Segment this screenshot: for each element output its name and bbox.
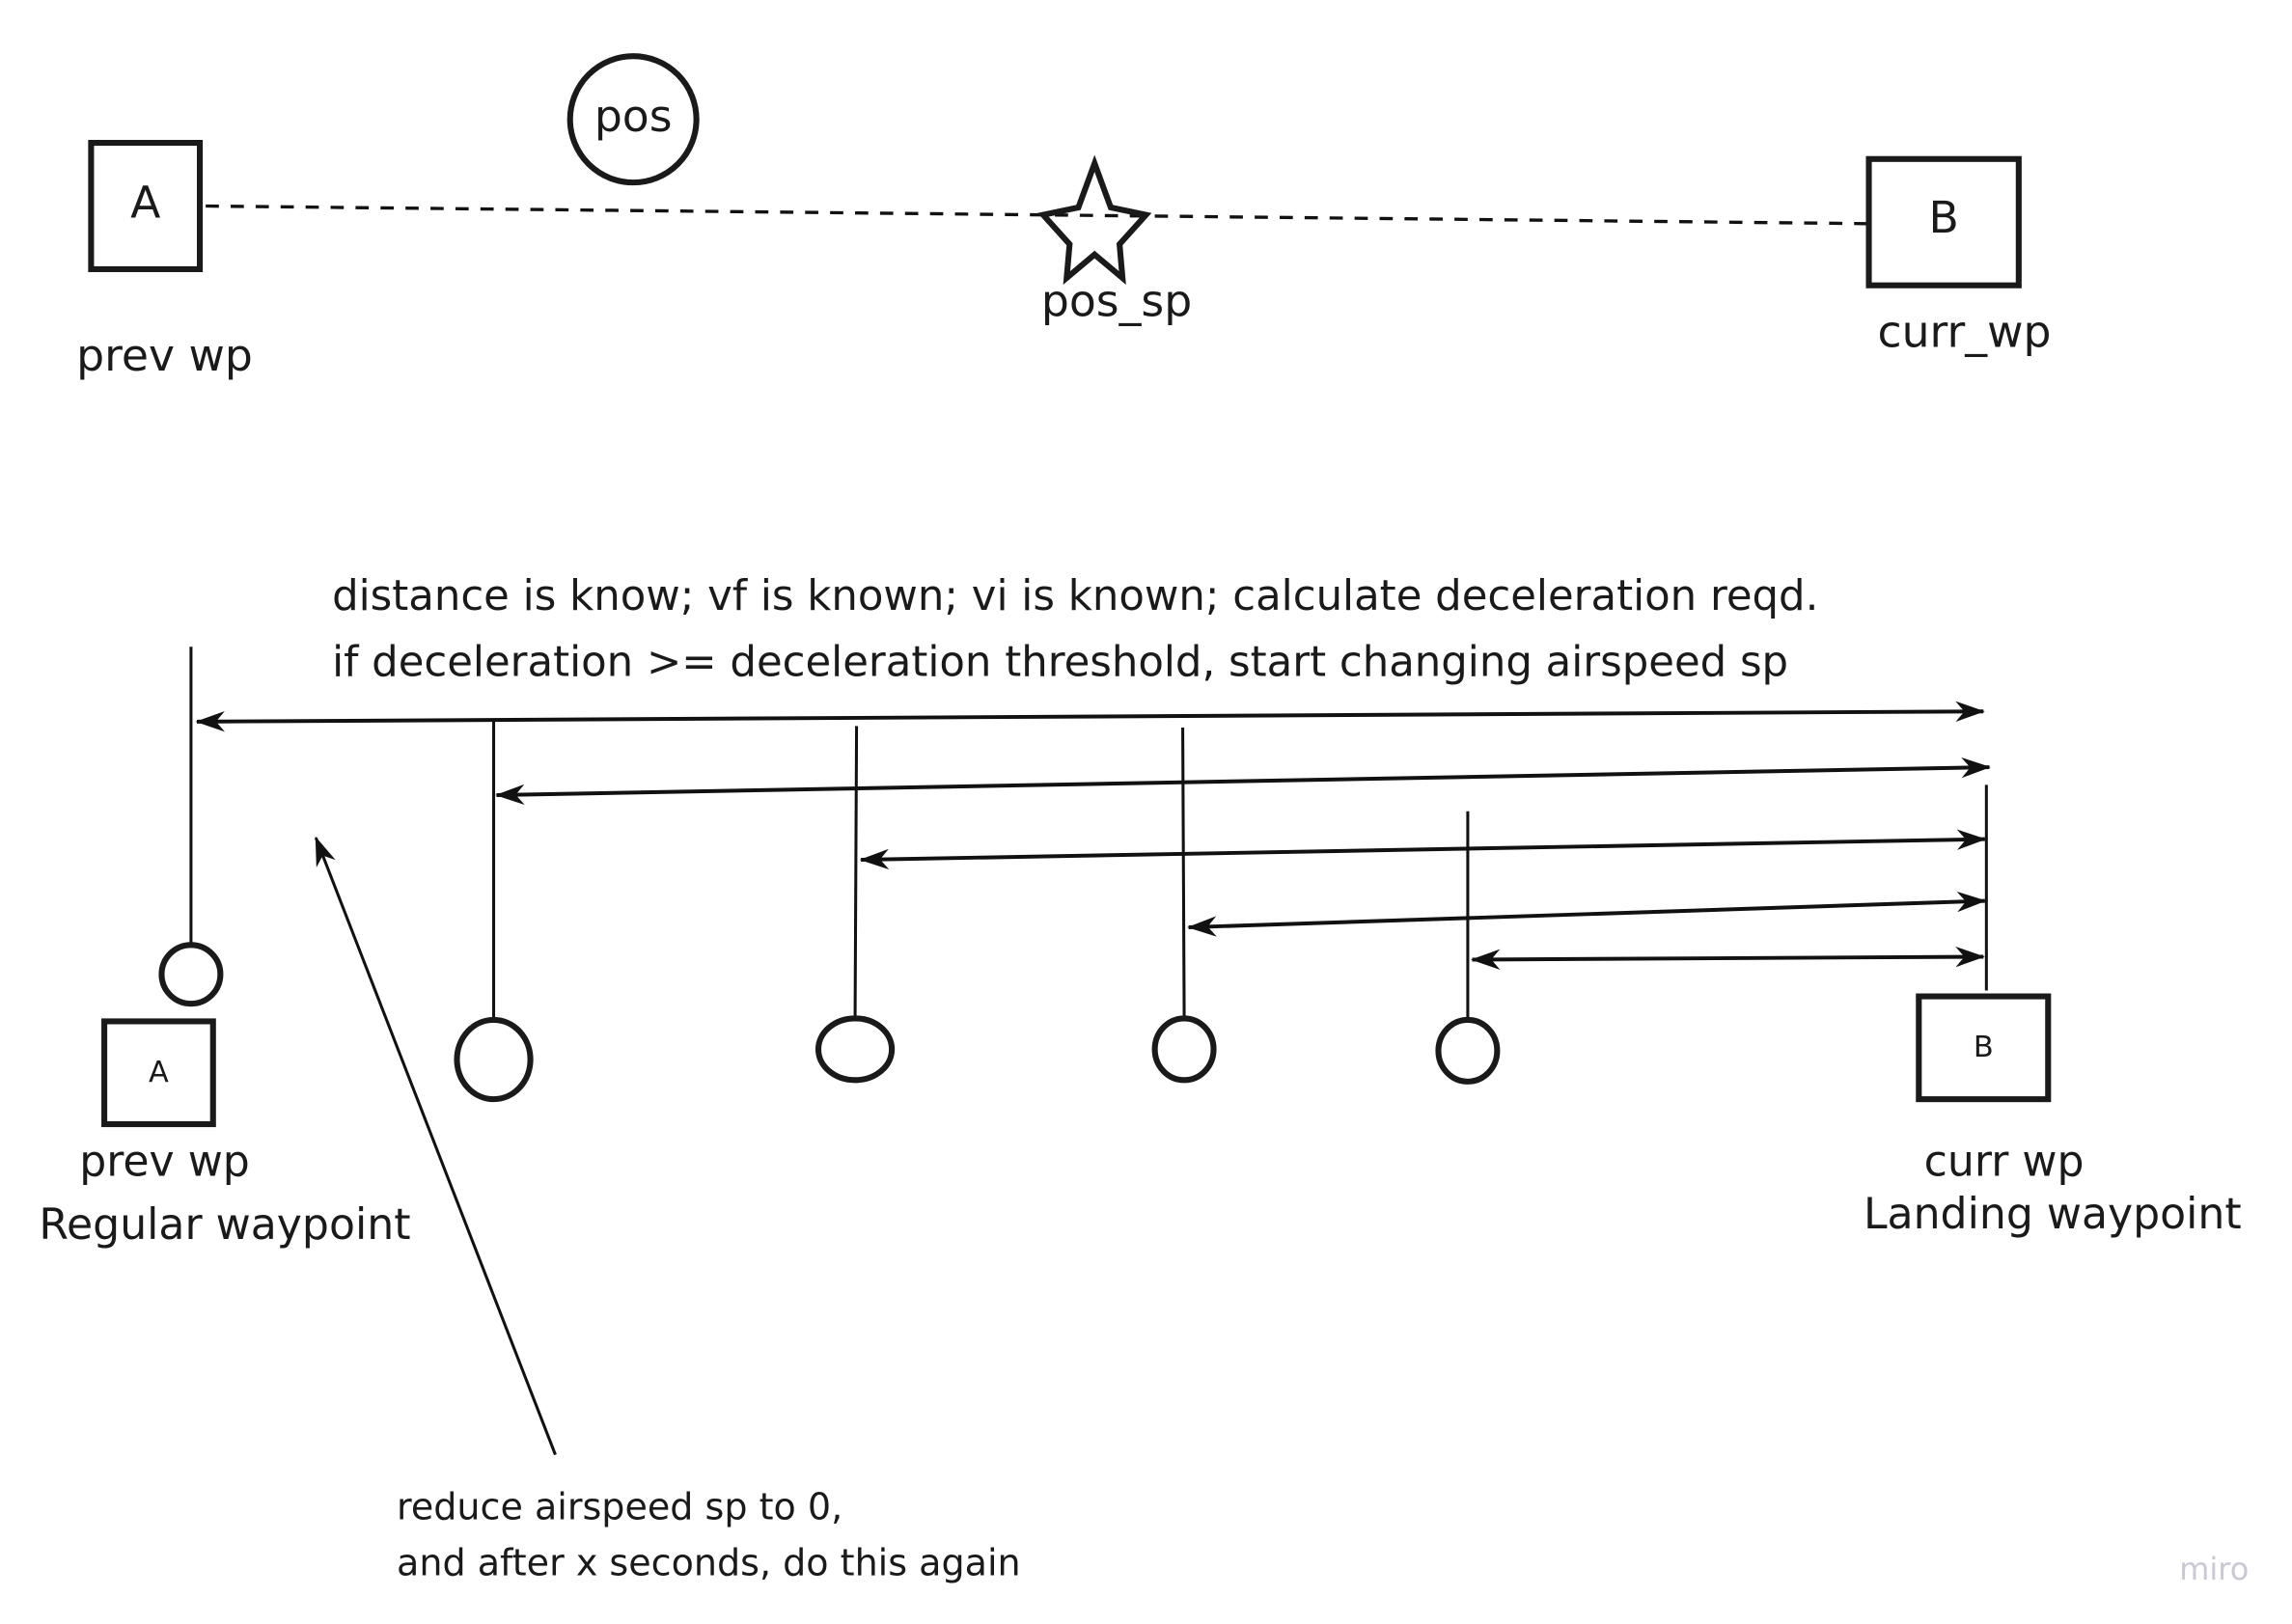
pos-circle[interactable] (566, 53, 700, 186)
prev-wp-box-label: A (130, 178, 160, 229)
top-diagram: A prev wp pos pos_sp B curr_wp (76, 53, 2052, 381)
marker-line-2 (853, 726, 859, 1019)
note-pointer-arrow (314, 836, 557, 1456)
curr-wp-caption: curr_wp (1878, 307, 2052, 358)
position-circle-4[interactable] (1435, 1016, 1501, 1085)
path-line (206, 204, 1866, 226)
landing-waypoint-caption: curr wp (1924, 1137, 2085, 1186)
description-line-1: distance is know; vf is known; vi is kno… (332, 572, 1818, 620)
note-line-1: reduce airspeed sp to 0, (397, 1486, 842, 1528)
regular-waypoint-type: Regular waypoint (39, 1200, 410, 1250)
position-circle-prev-wp[interactable] (158, 942, 224, 1007)
regular-waypoint-box-label: A (149, 1056, 169, 1089)
position-circle-1[interactable] (454, 1016, 534, 1103)
distance-arrow-2 (495, 757, 1991, 806)
curr-wp-box-label: B (1929, 192, 1959, 243)
landing-waypoint-box-label: B (1974, 1031, 1994, 1064)
landing-waypoint-box[interactable] (1916, 993, 2052, 1103)
regular-waypoint-box[interactable] (101, 1018, 216, 1128)
distance-arrow-1 (195, 701, 1985, 732)
pos-sp-label: pos_sp (1041, 276, 1192, 327)
pos-sp-star-icon[interactable] (1037, 154, 1152, 286)
note-line-2: and after x seconds, do this again (397, 1541, 1021, 1583)
prev-wp-box[interactable] (88, 139, 204, 273)
miro-watermark: miro (2179, 1551, 2249, 1587)
prev-wp-caption: prev wp (76, 330, 253, 381)
description-line-2: if deceleration >= deceleration threshol… (332, 639, 1788, 687)
regular-waypoint-caption: prev wp (79, 1137, 250, 1186)
distance-arrow-4 (1187, 891, 1987, 937)
pos-label: pos (594, 91, 673, 142)
bottom-diagram: distance is know; vf is known; vi is kno… (39, 572, 2241, 1583)
position-circle-2[interactable] (815, 1015, 896, 1084)
position-circle-3[interactable] (1151, 1015, 1217, 1084)
distance-arrow-3 (859, 829, 1987, 870)
marker-line-3 (1181, 727, 1186, 1019)
landing-waypoint-type: Landing waypoint (1864, 1190, 2242, 1239)
curr-wp-box[interactable] (1865, 155, 2022, 289)
distance-arrow-5 (1470, 946, 1985, 970)
